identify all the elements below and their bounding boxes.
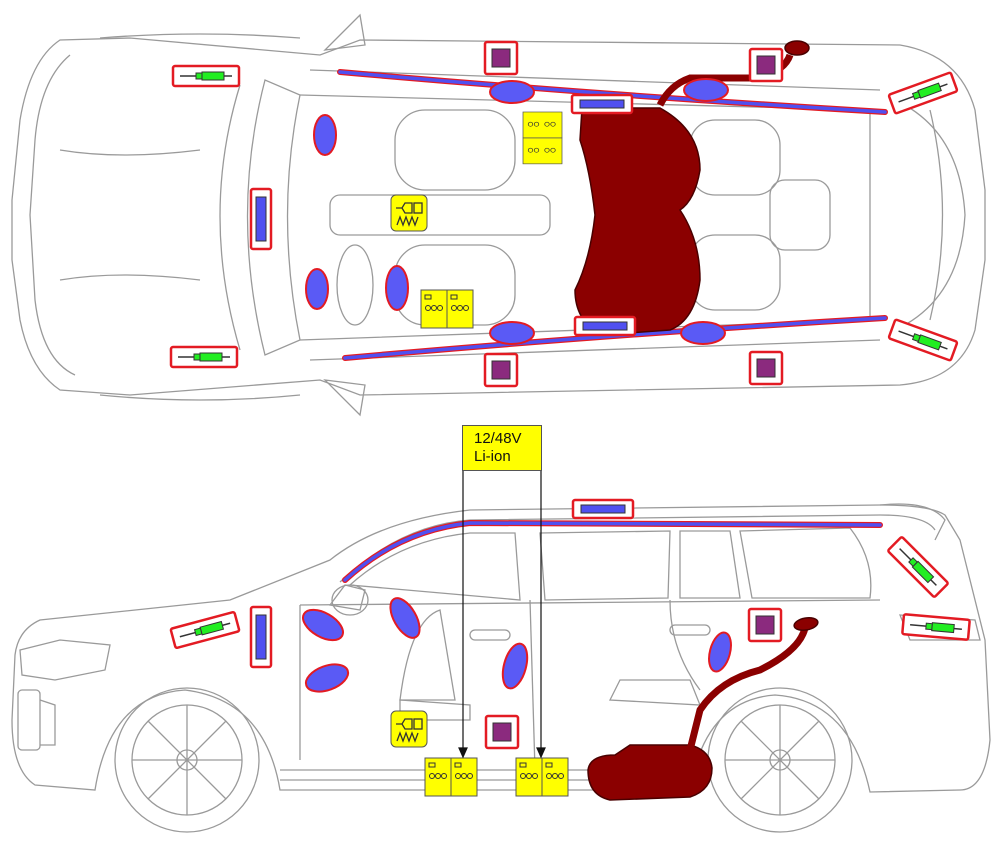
fuel-filler-pipe <box>656 53 794 107</box>
battery-icon <box>522 111 563 139</box>
inflator-icon <box>249 187 273 251</box>
pretensioner-icon <box>390 710 428 748</box>
fuel-tank-icon <box>574 107 701 336</box>
inflator-icon <box>571 498 635 520</box>
control-unit-icon <box>483 352 519 388</box>
battery-icon <box>522 137 563 165</box>
battery-icon <box>420 289 474 329</box>
inflator-icon <box>573 315 637 337</box>
airbag-icon <box>302 597 732 693</box>
battery-icon <box>515 757 569 797</box>
curtain-airbag-side <box>342 519 883 583</box>
curtain-airbag-right-top <box>342 315 888 361</box>
gas-strut-icon <box>169 345 239 369</box>
battery-pointer-lines <box>458 470 546 759</box>
control-unit-icon <box>747 607 783 643</box>
control-unit-icon <box>748 350 784 386</box>
battery-voltage-text: 12/48V <box>474 430 522 447</box>
battery-icon <box>424 757 478 797</box>
gas-strut-icon <box>171 64 241 88</box>
side-view <box>11 503 991 833</box>
curtain-airbag-left-top <box>337 69 888 115</box>
control-unit-icon <box>748 47 784 83</box>
gas-strut-icon <box>901 612 971 642</box>
control-unit-icon <box>483 40 519 76</box>
pretensioner-icon <box>390 194 428 232</box>
fuel-filler-cap <box>784 40 810 56</box>
fuel-filler-pipe <box>686 626 809 751</box>
airbag-icon <box>305 78 729 345</box>
fuel-filler-cap <box>793 616 819 632</box>
gas-strut-icon <box>887 71 959 115</box>
gas-strut-icon <box>887 318 959 362</box>
gas-strut-icon <box>886 535 950 599</box>
gas-strut-icon <box>169 610 241 650</box>
control-unit-icon <box>484 714 520 750</box>
battery-type-label: 12/48V Li-ion <box>462 425 542 471</box>
inflator-icon <box>570 93 634 115</box>
top-view <box>11 13 986 417</box>
battery-chemistry-text: Li-ion <box>474 448 511 465</box>
fuel-tank-icon <box>587 744 713 801</box>
inflator-icon <box>249 605 273 669</box>
